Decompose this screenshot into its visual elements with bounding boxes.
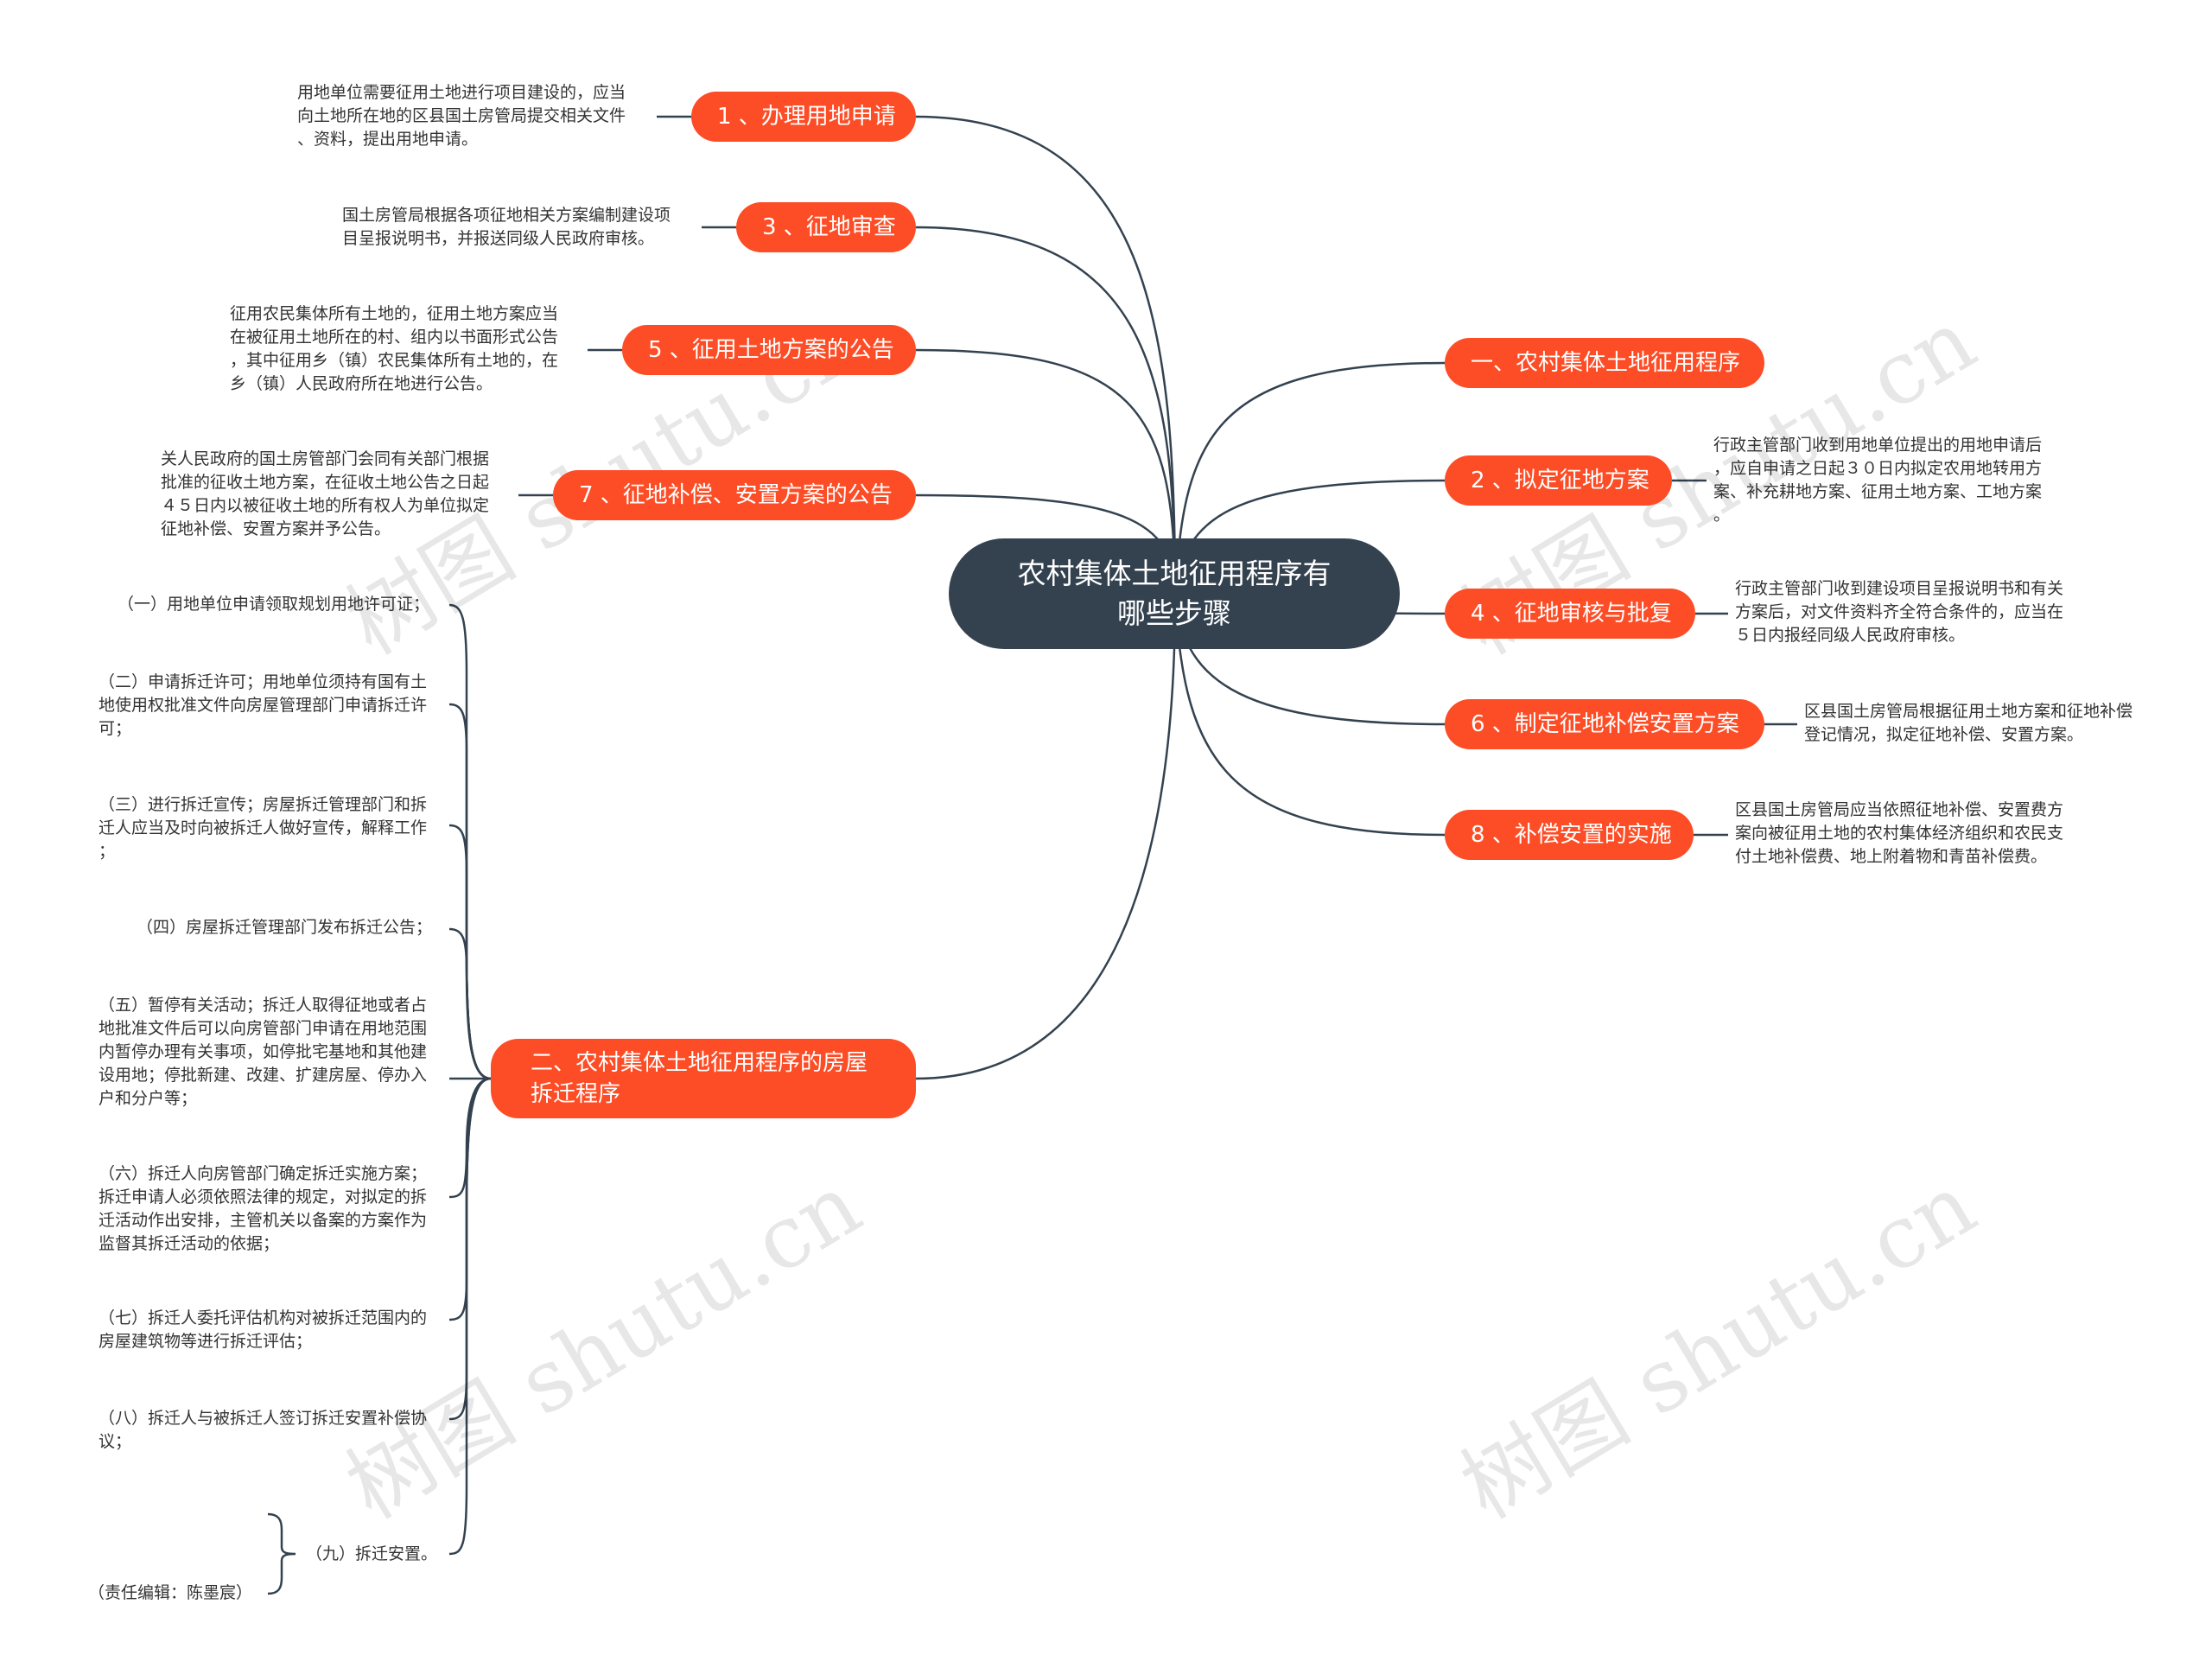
- central-topic-line-2: 哪些步骤: [1117, 596, 1231, 630]
- topic-label: 6 、制定征地补偿安置方案: [1471, 711, 1739, 737]
- note-apply-land: 用地单位需要征用土地进行项目建设的，应当 向土地所在地的区县国土房管局提交相关文…: [297, 83, 626, 149]
- link-center-topic-r1: [1173, 361, 1446, 596]
- step-7: （七）拆迁人委托评估机构对被拆迁范围内的 房屋建筑物等进行拆迁评估；: [99, 1308, 428, 1351]
- topic-apply-land[interactable]: 1 、办理用地申请: [691, 92, 916, 142]
- topic-label: 一、农村集体土地征用程序: [1471, 350, 1741, 376]
- link-center-topic-3: [915, 226, 1177, 596]
- topic-label: 1 、办理用地申请: [717, 104, 896, 130]
- topic-approval[interactable]: 4 、征地审核与批复: [1445, 589, 1695, 639]
- link-step-6: [448, 1077, 492, 1199]
- link-center-topic-r8: [1173, 595, 1446, 837]
- note-compensation-plan: 区县国土房管局根据征用土地方案和征地补偿 登记情况，拟定征地补偿、安置方案。: [1804, 702, 2133, 744]
- topic-draft-plan[interactable]: 2 、拟定征地方案: [1445, 455, 1672, 506]
- topic-house-demolition[interactable]: 二、农村集体土地征用程序的房屋 拆迁程序: [491, 1039, 916, 1118]
- link-step-2: [448, 703, 492, 1080]
- topic-land-plan-notice[interactable]: 5 、征用土地方案的公告: [622, 325, 916, 375]
- editor-note: （责任编辑：陈墨宸）: [88, 1583, 253, 1602]
- topic-compensation-implement[interactable]: 8 、补偿安置的实施: [1445, 810, 1694, 860]
- note-draft-plan: 行政主管部门收到用地单位提出的用地申请后 ，应自申请之日起３０日内拟定农用地转用…: [1713, 436, 2043, 525]
- step-9: （九）拆迁安置。: [306, 1544, 438, 1563]
- topic-label: 8 、补偿安置的实施: [1471, 822, 1672, 848]
- step-1: （一）用地单位申请领取规划用地许可证；: [118, 595, 430, 614]
- note-compensation-notice: 关人民政府的国土房管部门会同有关部门根据 批准的征收土地方案，在征收土地公告之日…: [161, 449, 490, 538]
- step-6: （六）拆迁人向房管部门确定拆迁实施方案； 拆迁申请人必须依照法律的规定，对拟定的…: [99, 1164, 428, 1253]
- link-step-4: [448, 927, 492, 1080]
- brace-step-9: [267, 1512, 296, 1595]
- link-center-topic-5: [915, 348, 1177, 596]
- step-2: （二）申请拆迁许可；用地单位须持有国有土 地使用权批准文件向房屋管理部门申请拆迁…: [99, 672, 428, 738]
- topic-compensation-plan[interactable]: 6 、制定征地补偿安置方案: [1445, 699, 1764, 749]
- topic-label-line-1: 二、农村集体土地征用程序的房屋: [531, 1050, 868, 1076]
- step-4: （四）房屋拆迁管理部门发布拆迁公告；: [137, 918, 433, 937]
- link-center-topic-1: [915, 115, 1177, 596]
- topic-compensation-notice[interactable]: 7 、征地补偿、安置方案的公告: [553, 470, 916, 520]
- note-compensation-implement: 区县国土房管局应当依照征地补偿、安置费方 案向被征用土地的农村集体经济组织和农民…: [1735, 800, 2064, 866]
- step-5: （五）暂停有关活动；拆迁人取得征地或者占 地批准文件后可以向房管部门申请在用地范…: [99, 996, 428, 1108]
- link-center-topic-second: [915, 595, 1177, 1080]
- link-step-1: [448, 603, 492, 1080]
- topic-label: 3 、征地审查: [762, 214, 896, 240]
- link-step-9: [448, 1077, 492, 1556]
- note-approval: 行政主管部门收到建设项目呈报说明书和有关 方案后，对文件资料齐全符合条件的，应当…: [1735, 579, 2064, 645]
- note-land-review: 国土房管局根据各项征地相关方案编制建设项 目呈报说明书，并报送同级人民政府审核。: [342, 206, 671, 248]
- topic-label: 4 、征地审核与批复: [1471, 601, 1672, 627]
- topic-label: 7 、征地补偿、安置方案的公告: [579, 482, 893, 508]
- topic-label: 2 、拟定征地方案: [1471, 468, 1649, 493]
- topic-land-procedure[interactable]: 一、农村集体土地征用程序: [1445, 338, 1764, 388]
- topic-label-line-2: 拆迁程序: [531, 1081, 621, 1107]
- note-land-plan-notice: 征用农民集体所有土地的，征用土地方案应当 在被征用土地所在的村、组内以书面形式公…: [230, 304, 559, 393]
- central-topic-line-1: 农村集体土地征用程序有: [1017, 557, 1332, 590]
- step-3: （三）进行拆迁宣传；房屋拆迁管理部门和拆 迁人应当及时向被拆迁人做好宣传，解释工…: [99, 795, 428, 861]
- step-8: （八）拆迁人与被拆迁人签订拆迁安置补偿协 议；: [99, 1409, 428, 1451]
- topic-land-review[interactable]: 3 、征地审查: [736, 202, 916, 252]
- central-topic[interactable]: 农村集体土地征用程序有 哪些步骤: [949, 538, 1400, 649]
- topic-label: 5 、征用土地方案的公告: [648, 337, 894, 363]
